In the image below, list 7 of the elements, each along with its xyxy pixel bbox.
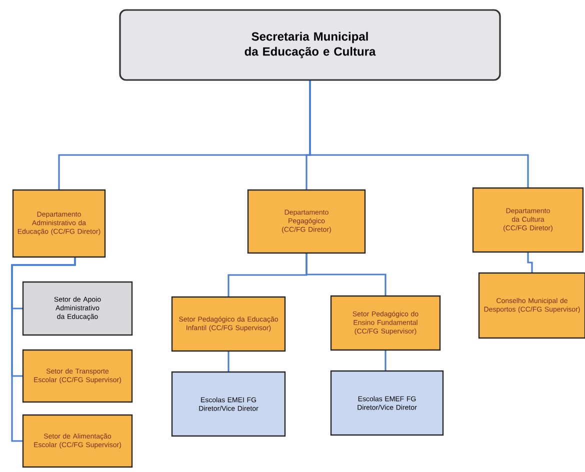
connector-line [309, 80, 529, 188]
title-box: Secretaria Municipal da Educação e Cultura [119, 9, 501, 81]
connector-line [384, 350, 386, 371]
connector-line [306, 253, 386, 296]
connector-line [527, 252, 533, 273]
connector-line [228, 351, 230, 372]
connector-line [11, 257, 76, 442]
